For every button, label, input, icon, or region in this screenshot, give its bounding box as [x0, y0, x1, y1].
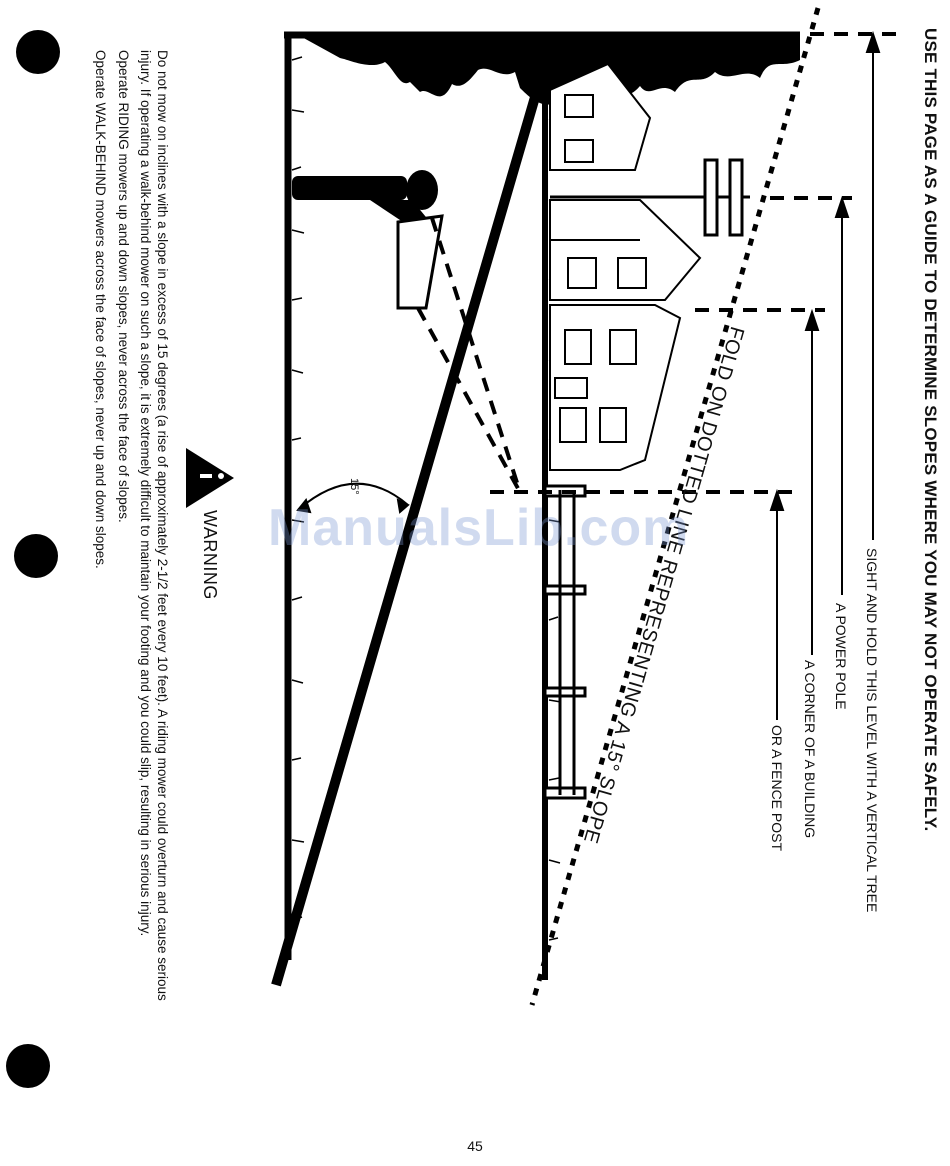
binder-hole-bottom: [6, 1044, 50, 1088]
angle-label: 15°: [348, 478, 360, 495]
sight-label-fence-post: OR A FENCE POST: [769, 725, 785, 852]
angle-arc: [296, 482, 410, 514]
watermark-text: ManualsLib.com: [268, 499, 690, 557]
label-arrows: [769, 30, 881, 720]
sight-label-power-pole: A POWER POLE: [833, 603, 849, 710]
warning-paragraph-riding: Operate RIDING mowers up and down slopes…: [116, 50, 131, 523]
sight-label-building: A CORNER OF A BUILDING: [802, 660, 818, 839]
warning-paragraph-walk-behind: Operate WALK-BEHIND mowers across the fa…: [93, 50, 109, 569]
sighting-board: [396, 214, 444, 310]
warning-heading: WARNING: [200, 510, 220, 600]
page-title: USE THIS PAGE AS A GUIDE TO DETERMINE SL…: [921, 28, 940, 832]
person-silhouette: [292, 170, 438, 232]
sight-label-tree: SIGHT AND HOLD THIS LEVEL WITH A VERTICA…: [864, 548, 880, 913]
binder-hole-top: [16, 30, 60, 74]
power-pole: [550, 158, 750, 237]
warning-body: Do not mow on inclines with a slope in e…: [86, 50, 171, 1010]
warning-paragraph-slope: Do not mow on inclines with a slope in e…: [138, 50, 171, 1001]
tree-silhouettes: [300, 36, 800, 108]
page-number: 45: [467, 1138, 483, 1154]
warning-triangle-icon: [186, 448, 234, 508]
building-drawing: [549, 62, 702, 471]
binder-hole-middle: [14, 534, 58, 578]
slope-ground-line: [271, 78, 545, 987]
sight-dashed-lines: [416, 32, 900, 494]
